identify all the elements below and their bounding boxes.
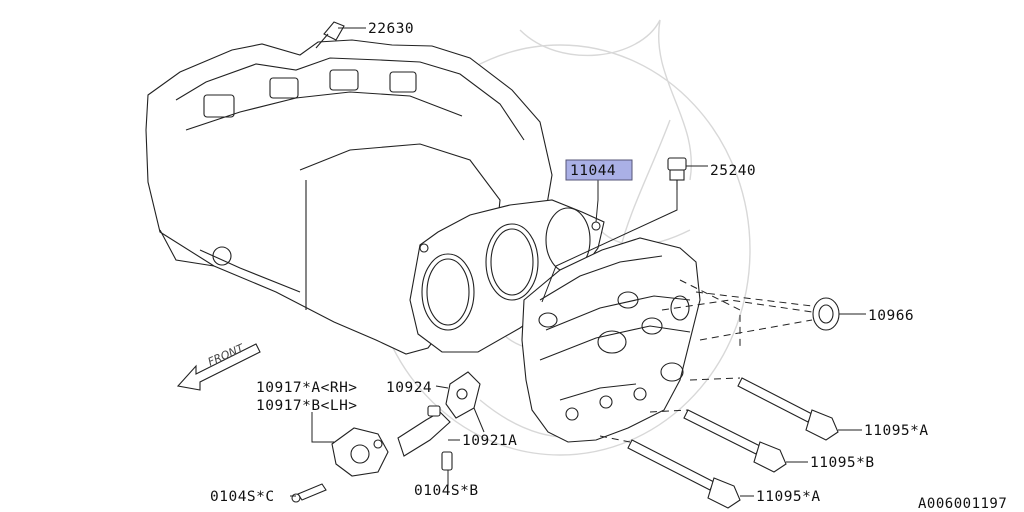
- control-valve-10917: [331, 427, 389, 477]
- callout-10924[interactable]: 10924: [386, 380, 432, 396]
- callout-25240[interactable]: 25240: [710, 163, 756, 179]
- figure-id: A006001197: [918, 496, 1007, 512]
- leader-lines: [290, 27, 866, 497]
- sensor-22630: [315, 21, 345, 49]
- callout-10917b[interactable]: 10917*B<LH>: [256, 398, 358, 414]
- callout-11095b[interactable]: 11095*B: [810, 455, 875, 471]
- callout-10966[interactable]: 10966: [868, 308, 914, 324]
- bolt-11095a-bottom: [627, 439, 741, 509]
- seal-10966: [812, 297, 840, 331]
- cylinder-head: [521, 237, 701, 443]
- callout-11095a-bottom[interactable]: 11095*A: [756, 489, 821, 505]
- hose-10921a: [397, 405, 451, 457]
- bolt-0104s-b: [441, 451, 453, 471]
- bolt-11095b: [683, 409, 787, 473]
- sensor-25240: [667, 157, 687, 190]
- callout-11044-highlight: [565, 159, 633, 181]
- callout-10921a[interactable]: 10921A: [462, 433, 517, 449]
- bolt-0104s-c: [291, 483, 327, 503]
- front-direction-arrow: FRONT: [176, 341, 261, 391]
- callout-11044[interactable]: 11044: [570, 163, 616, 179]
- callout-0104s-b[interactable]: 0104S*B: [414, 483, 479, 499]
- callout-22630[interactable]: 22630: [368, 21, 414, 37]
- callout-10917a[interactable]: 10917*A<RH>: [256, 380, 358, 396]
- callout-11095a-top[interactable]: 11095*A: [864, 423, 929, 439]
- callout-0104s-c[interactable]: 0104S*C: [210, 489, 275, 505]
- bolt-11095a-top: [737, 377, 839, 441]
